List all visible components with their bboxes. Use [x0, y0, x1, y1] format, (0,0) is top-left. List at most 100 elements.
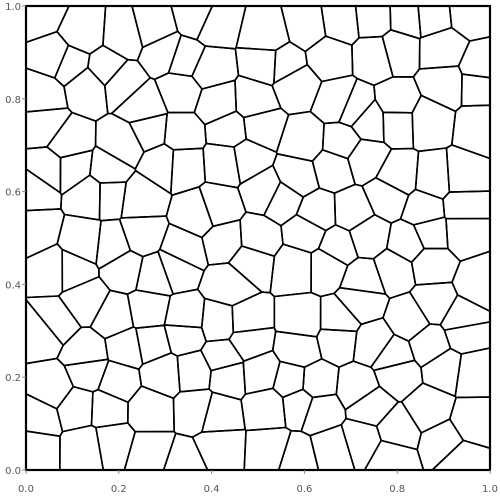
voronoi-cell [196, 5, 247, 50]
voronoi-cell [61, 248, 100, 294]
voronoi-cell [382, 111, 415, 150]
voronoi-cell [348, 213, 393, 260]
voronoi-cell [372, 247, 417, 300]
voronoi-cell [363, 439, 425, 471]
voronoi-cell [191, 45, 240, 90]
voronoi-cell [56, 213, 102, 266]
voronoi-cell [200, 338, 245, 372]
voronoi-cell [102, 5, 144, 62]
voronoi-cell [231, 291, 276, 334]
voronoi-cell [400, 382, 457, 434]
x-tick-label: 1.0 [482, 484, 498, 495]
voronoi-cell [372, 359, 424, 403]
voronoi-cell [275, 110, 325, 162]
voronoi-cell [25, 298, 65, 365]
voronoi-cell [89, 289, 135, 340]
voronoi-cell [448, 5, 491, 42]
voronoi-cell [55, 385, 94, 433]
voronoi-cell [176, 349, 212, 393]
mesh-lines [24, 4, 492, 472]
voronoi-cell [242, 349, 281, 395]
voronoi-cell [131, 5, 179, 49]
voronoi-cell [273, 40, 309, 84]
voronoi-cell [235, 5, 291, 52]
voronoi-cell [309, 74, 358, 125]
voronoi-cell [420, 347, 463, 398]
voronoi-cell [25, 393, 64, 438]
voronoi-cell [134, 143, 175, 195]
x-tick-label: 0.8 [389, 484, 405, 495]
voronoi-cell [127, 385, 175, 433]
voronoi-cell [374, 147, 420, 196]
voronoi-cell [126, 289, 172, 330]
mesh-boundary [24, 4, 492, 472]
voronoi-cell [135, 250, 174, 297]
voronoi-cell [321, 121, 362, 160]
voronoi-cell [439, 294, 491, 331]
voronoi-cell [263, 181, 305, 227]
y-tick-label: 0.0 [5, 466, 21, 477]
voronoi-cell [412, 65, 463, 113]
voronoi-cell [25, 243, 64, 299]
voronoi-cell [418, 26, 471, 70]
y-tick-label: 0.8 [5, 95, 21, 106]
voronoi-cell [25, 430, 61, 471]
voronoi-cell [25, 208, 66, 260]
voronoi-cell [163, 324, 207, 357]
voronoi-cell [170, 5, 214, 41]
voronoi-cell [351, 35, 394, 87]
y-tick-label: 1.0 [5, 2, 21, 13]
voronoi-cell [95, 422, 136, 471]
voronoi-cell [375, 400, 423, 451]
voronoi-cell [317, 224, 359, 267]
voronoi-cell [333, 183, 376, 232]
voronoi-cell [208, 361, 247, 401]
voronoi-cell [457, 35, 491, 79]
voronoi-cell [442, 190, 491, 220]
voronoi-cell [56, 326, 109, 367]
voronoi-cell [157, 248, 205, 295]
voronoi-cell [280, 5, 327, 53]
voronoi-cell [57, 275, 111, 329]
voronoi-cell [346, 138, 393, 187]
voronoi-cell [445, 144, 491, 193]
voronoi-cell [454, 347, 491, 399]
x-tick-label: 0.2 [111, 484, 127, 495]
voronoi-cell [243, 426, 292, 471]
x-tick-label: 0.4 [204, 484, 220, 495]
voronoi-cell [87, 44, 129, 87]
voronoi-cell [162, 432, 209, 471]
voronoi-cell [445, 217, 491, 263]
voronoi-cell [94, 112, 145, 170]
voronoi-cell [234, 46, 277, 87]
voronoi-cell [338, 77, 377, 128]
x-tick-label: 0.0 [18, 484, 34, 495]
voronoi-cell [128, 112, 168, 153]
voronoi-cell [417, 5, 453, 39]
voronoi-cell [411, 94, 457, 153]
voronoi-cell [123, 430, 177, 471]
voronoi-cell [97, 359, 143, 404]
voronoi-cell [408, 281, 459, 326]
voronoi-cell [448, 396, 491, 450]
voronoi-cell [414, 147, 451, 200]
voronoi-cell [295, 187, 337, 232]
voronoi-cell [191, 428, 247, 471]
voronoi-cell [56, 5, 107, 55]
voronoi-cell [63, 66, 109, 122]
voronoi-cell [227, 245, 276, 294]
voronoi-cell [412, 216, 449, 250]
voronoi-cell [25, 5, 70, 44]
voronoi-cell [320, 5, 360, 46]
voronoi-cell [198, 181, 247, 228]
voronoi-cell [25, 295, 82, 347]
y-tick-label: 0.4 [5, 280, 21, 291]
voronoi-cell [382, 291, 431, 342]
y-tick-label: 0.2 [5, 373, 21, 384]
voronoi-cell [201, 391, 246, 433]
voronoi-cell [95, 218, 132, 270]
voronoi-cell [239, 211, 284, 258]
voronoi-cell [110, 77, 169, 124]
